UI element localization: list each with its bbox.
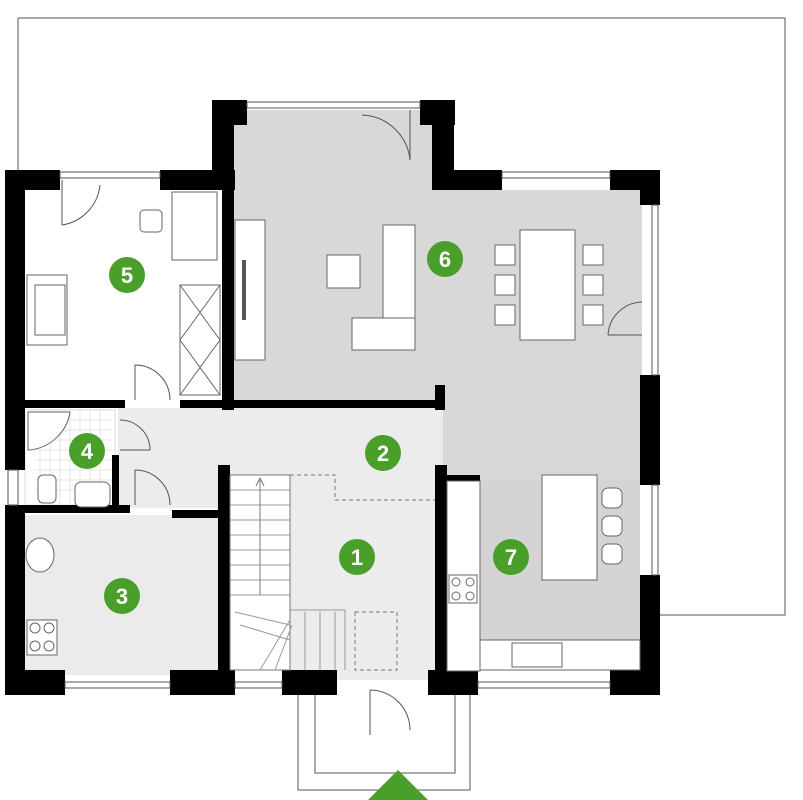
svg-text:7: 7 [505, 545, 517, 570]
svg-text:1: 1 [351, 545, 363, 570]
staircase [229, 474, 435, 671]
terrace-outline [17, 17, 786, 616]
room-badge-7: 7 [493, 539, 529, 575]
windows [7, 101, 659, 689]
walls [5, 100, 660, 695]
room-badge-4: 4 [69, 433, 105, 469]
room-badge-6: 6 [427, 241, 463, 277]
svg-text:2: 2 [377, 441, 389, 466]
kitchen-furniture [446, 474, 641, 672]
living-furniture [234, 219, 604, 361]
room-badge-3: 3 [104, 578, 140, 614]
svg-text:6: 6 [439, 247, 451, 272]
svg-text:3: 3 [116, 584, 128, 609]
svg-text:4: 4 [81, 439, 94, 464]
room-badge-5: 5 [109, 257, 145, 293]
entrance-arrow [368, 770, 428, 800]
fixtures [25, 411, 111, 656]
entrance-porch [297, 695, 471, 800]
room-badge-1: 1 [339, 539, 375, 575]
room-badge-2: 2 [365, 435, 401, 471]
svg-text:5: 5 [121, 263, 133, 288]
office-furniture [26, 191, 221, 396]
doors [61, 110, 643, 735]
